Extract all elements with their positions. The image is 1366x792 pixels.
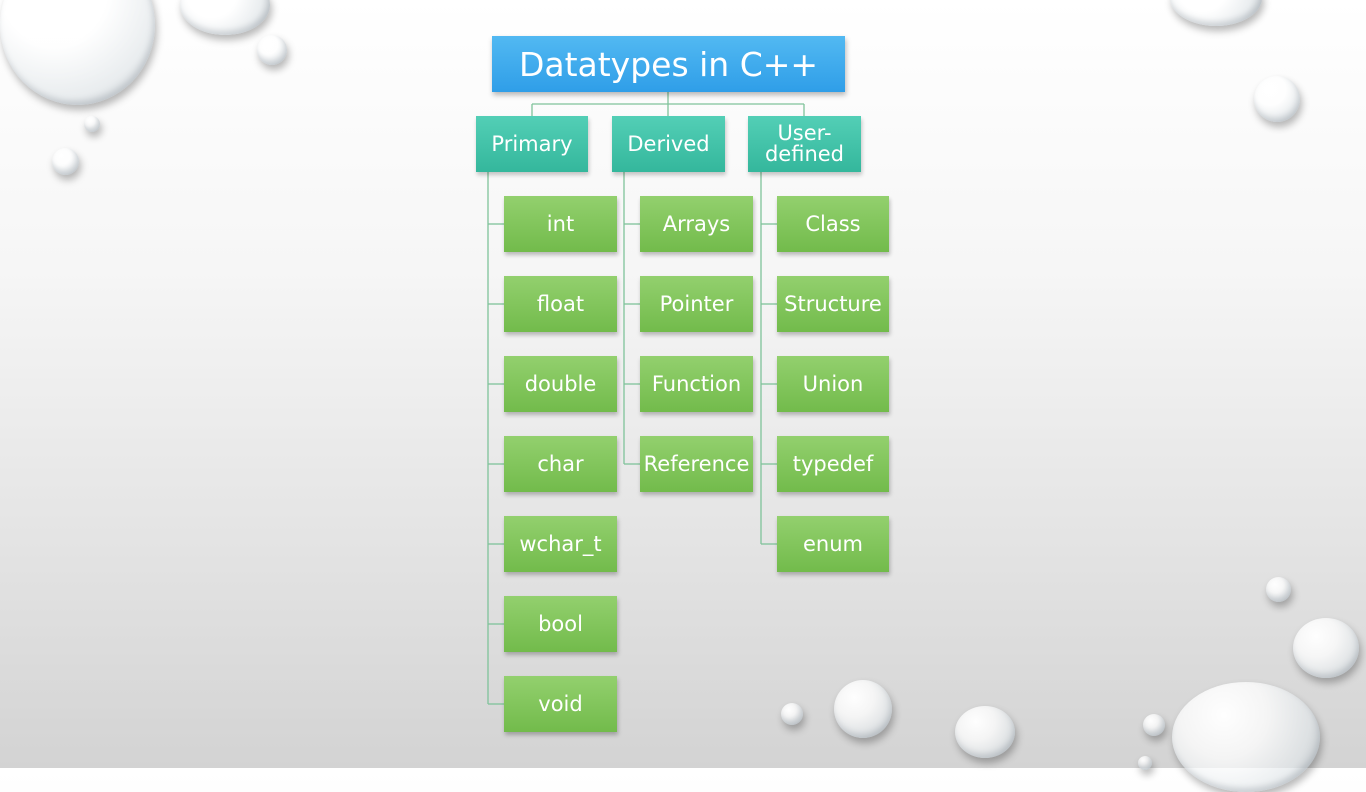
type-enum: enum [777,516,889,572]
type-function: Function [640,356,753,412]
type-typedef: typedef [777,436,889,492]
water-drop [1143,714,1165,736]
category-user-defined: User-defined [748,116,861,172]
type-wchar-t: wchar_t [504,516,617,572]
type-char: char [504,436,617,492]
water-drop [257,35,287,65]
type-float: float [504,276,617,332]
water-drop [834,680,892,738]
water-drop [52,148,79,175]
type-double: double [504,356,617,412]
type-class: Class [777,196,889,252]
water-drop [1254,76,1300,122]
category-derived: Derived [612,116,725,172]
type-structure: Structure [777,276,889,332]
type-pointer: Pointer [640,276,753,332]
water-drop [1266,577,1291,602]
type-void: void [504,676,617,732]
water-drop [84,116,100,132]
water-drop [781,703,803,725]
type-union: Union [777,356,889,412]
diagram-title: Datatypes in C++ [492,36,845,92]
water-drop [955,706,1015,758]
water-drop [1138,756,1152,770]
type-int: int [504,196,617,252]
water-drop [1293,618,1359,678]
type-arrays: Arrays [640,196,753,252]
category-primary: Primary [476,116,588,172]
type-bool: bool [504,596,617,652]
type-reference: Reference [640,436,753,492]
connector-lines [487,92,805,705]
